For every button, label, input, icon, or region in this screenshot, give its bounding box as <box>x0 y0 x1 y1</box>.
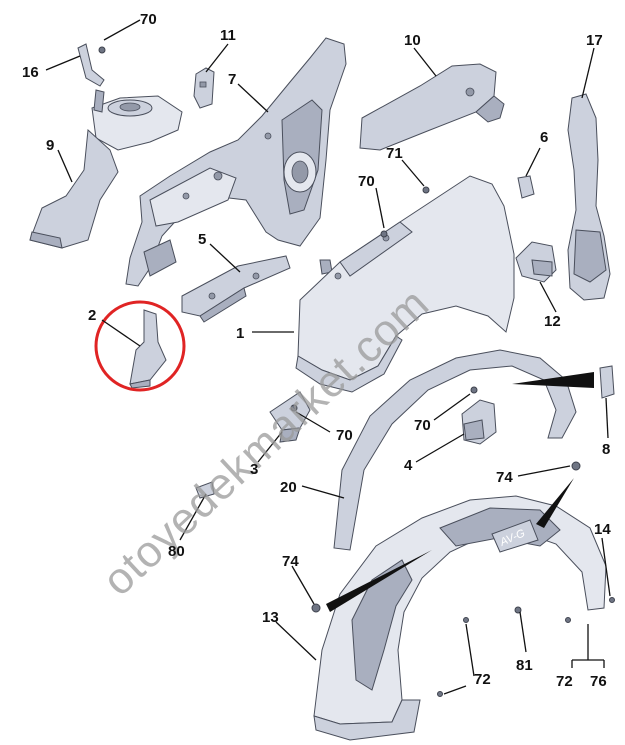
callout-13: 13 <box>262 609 279 626</box>
leader-lines <box>45 19 611 695</box>
part-8-bracket <box>599 365 615 399</box>
callout-76: 76 <box>590 673 607 690</box>
callout-2: 2 <box>88 307 96 324</box>
part-3-lower-bracket <box>269 391 311 443</box>
fasteners <box>98 46 615 697</box>
part-13-14-arch-liner: AV-G <box>313 495 607 741</box>
callout-81: 81 <box>516 657 533 674</box>
callout-8: 8 <box>602 441 610 458</box>
callout-17: 17 <box>586 32 603 49</box>
part-10-cowl-bracket <box>359 63 505 151</box>
highlight-circle <box>94 300 186 392</box>
callout-70-right: 70 <box>414 417 431 434</box>
callout-70-mid: 70 <box>358 173 375 190</box>
pointer-74a <box>536 478 574 528</box>
part-4-bracket <box>461 399 497 445</box>
callout-7: 7 <box>228 71 236 88</box>
callout-1: 1 <box>236 325 244 342</box>
part-9-wheelhouse-bracket <box>29 89 183 249</box>
callout-3: 3 <box>250 461 258 478</box>
callout-74-upper: 74 <box>496 469 513 486</box>
part-7-apron-assembly <box>125 37 347 287</box>
part-16-bracket <box>77 43 105 87</box>
callout-4: 4 <box>404 457 413 474</box>
part-17-seal <box>567 93 611 301</box>
part-2-bracket <box>129 309 167 389</box>
part-11-bracket <box>193 67 215 109</box>
callout-11: 11 <box>220 27 236 44</box>
callout-72-right: 72 <box>556 673 573 690</box>
callout-72-middle: 72 <box>474 671 491 688</box>
callout-14: 14 <box>594 521 611 538</box>
callout-80: 80 <box>168 543 185 560</box>
callout-6: 6 <box>540 129 548 146</box>
pointer-74b <box>326 550 432 612</box>
callout-labels: 70 16 11 10 17 7 9 71 6 70 5 2 12 1 70 7… <box>22 11 611 690</box>
callout-70-top: 70 <box>140 11 157 28</box>
pointer-8 <box>512 372 594 388</box>
callout-20: 20 <box>280 479 297 496</box>
callout-5: 5 <box>198 231 206 248</box>
callout-10: 10 <box>404 32 421 49</box>
part-5-rail-bracket <box>181 255 291 323</box>
part-20-arch-trim <box>333 349 577 551</box>
part-12-bracket <box>515 241 557 283</box>
part-1-fender <box>295 175 515 393</box>
callout-16: 16 <box>22 64 39 81</box>
callout-71: 71 <box>386 145 403 162</box>
callout-70-left: 70 <box>336 427 353 444</box>
callout-9: 9 <box>46 137 54 154</box>
part-6-clip <box>517 175 535 199</box>
callout-74-lower: 74 <box>282 553 299 570</box>
callout-12: 12 <box>544 313 561 330</box>
